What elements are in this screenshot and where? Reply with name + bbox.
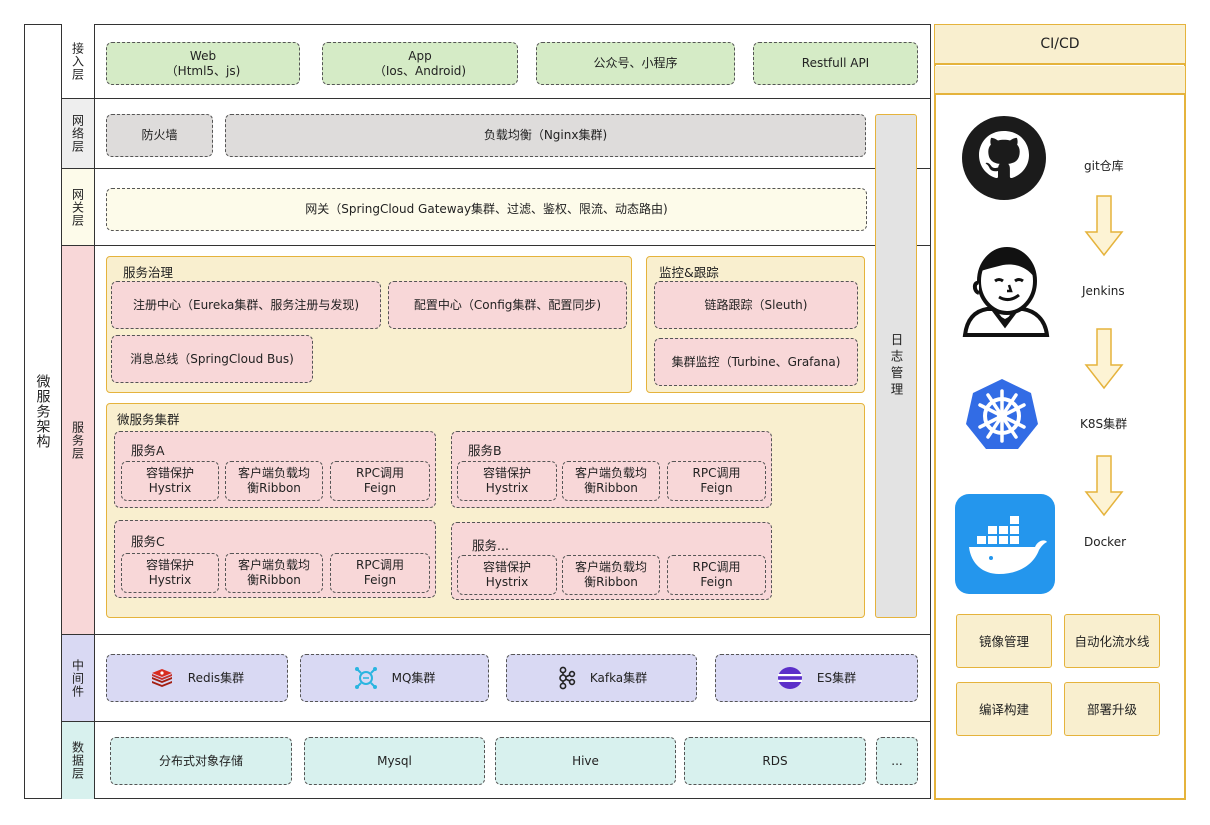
cicd-title: CI/CD (1040, 35, 1080, 52)
gateway-box: 网关（SpringCloud Gateway集群、过滤、鉴权、限流、动态路由) (106, 188, 867, 231)
separator-network (95, 98, 931, 99)
service-more-title: 服务... (472, 538, 509, 553)
layer-label-data: 数据层 (62, 721, 95, 799)
kubernetes-icon (966, 379, 1038, 449)
log-management-box: 日志管理 (875, 114, 917, 618)
github-icon (962, 116, 1046, 200)
separator-service (95, 245, 931, 246)
service-more-ribbon: 客户端负载均衡Ribbon (562, 555, 660, 595)
load-balancer-box: 负载均衡（Nginx集群) (225, 114, 866, 157)
rds-box: RDS (684, 737, 866, 785)
layer-label-gateway: 网关层 (62, 168, 95, 245)
separator-gateway (95, 168, 931, 169)
mq-icon (354, 667, 377, 689)
access-miniprogram-box: 公众号、小程序 (536, 42, 735, 85)
docker-icon (955, 494, 1055, 594)
mysql-box: Mysql (304, 737, 485, 785)
cicd-step-k8s-label: K8S集群 (1080, 417, 1128, 431)
object-storage-box: 分布式对象存储 (110, 737, 292, 785)
architecture-title-column: 微服务架构 (24, 24, 62, 799)
mq-cluster-box: MQ集群 (300, 654, 489, 702)
kafka-icon (559, 666, 576, 690)
cicd-step-docker-label: Docker (1084, 535, 1127, 549)
service-b-ribbon: 客户端负载均衡Ribbon (562, 461, 660, 501)
data-more-box: ... (876, 737, 918, 785)
firewall-box: 防火墙 (106, 114, 213, 157)
cicd-step-git-label: git仓库 (1084, 159, 1124, 173)
layer-label-middleware: 中间件 (62, 634, 95, 721)
compile-build-box: 编译构建 (956, 682, 1052, 736)
cicd-title-bar: CI/CD (935, 25, 1185, 65)
message-bus-box: 消息总线（SpringCloud Bus) (111, 335, 313, 383)
architecture-title: 微服务架构 (34, 374, 51, 449)
layer-label-network: 网络层 (62, 98, 95, 168)
redis-icon (151, 669, 172, 687)
separator-middleware (95, 634, 931, 635)
arrow-down-icon (1084, 455, 1124, 517)
config-center-box: 配置中心（Config集群、配置同步) (388, 281, 627, 329)
service-c-ribbon: 客户端负载均衡Ribbon (225, 553, 323, 593)
auto-pipeline-box: 自动化流水线 (1064, 614, 1160, 668)
service-a-title: 服务A (131, 443, 165, 458)
arrow-down-icon (1084, 195, 1124, 257)
kafka-cluster-box: Kafka集群 (506, 654, 697, 702)
es-icon (777, 667, 802, 689)
jenkins-icon (962, 247, 1050, 337)
monitor-trace-title: 监控&跟踪 (659, 265, 719, 280)
service-a-ribbon: 客户端负载均衡Ribbon (225, 461, 323, 501)
hive-box: Hive (495, 737, 676, 785)
layer-label-access: 接入层 (62, 24, 95, 98)
cluster-monitor-box: 集群监控（Turbine、Grafana) (654, 338, 858, 386)
es-cluster-box: ES集群 (715, 654, 918, 702)
cicd-subheader-bar (935, 66, 1185, 95)
service-governance-title: 服务治理 (123, 265, 174, 280)
layer-label-service: 服务层 (62, 245, 95, 634)
service-c-title: 服务C (131, 534, 165, 549)
separator-data (95, 721, 931, 722)
redis-cluster-box: Redis集群 (106, 654, 288, 702)
access-restful-api-box: Restfull API (753, 42, 918, 85)
image-management-box: 镜像管理 (956, 614, 1052, 668)
deploy-upgrade-box: 部署升级 (1064, 682, 1160, 736)
microservice-cluster-title: 微服务集群 (117, 412, 180, 427)
trace-box: 链路跟踪（Sleuth) (654, 281, 858, 329)
registry-center-box: 注册中心（Eureka集群、服务注册与发现) (111, 281, 381, 329)
service-b-title: 服务B (468, 443, 502, 458)
access-app-box: App （Ios、Android) (322, 42, 518, 85)
access-web-box: Web （Html5、js) (106, 42, 300, 85)
architecture-frame (24, 24, 931, 799)
cicd-step-jenkins-label: Jenkins (1082, 284, 1125, 298)
arrow-down-icon (1084, 328, 1124, 390)
